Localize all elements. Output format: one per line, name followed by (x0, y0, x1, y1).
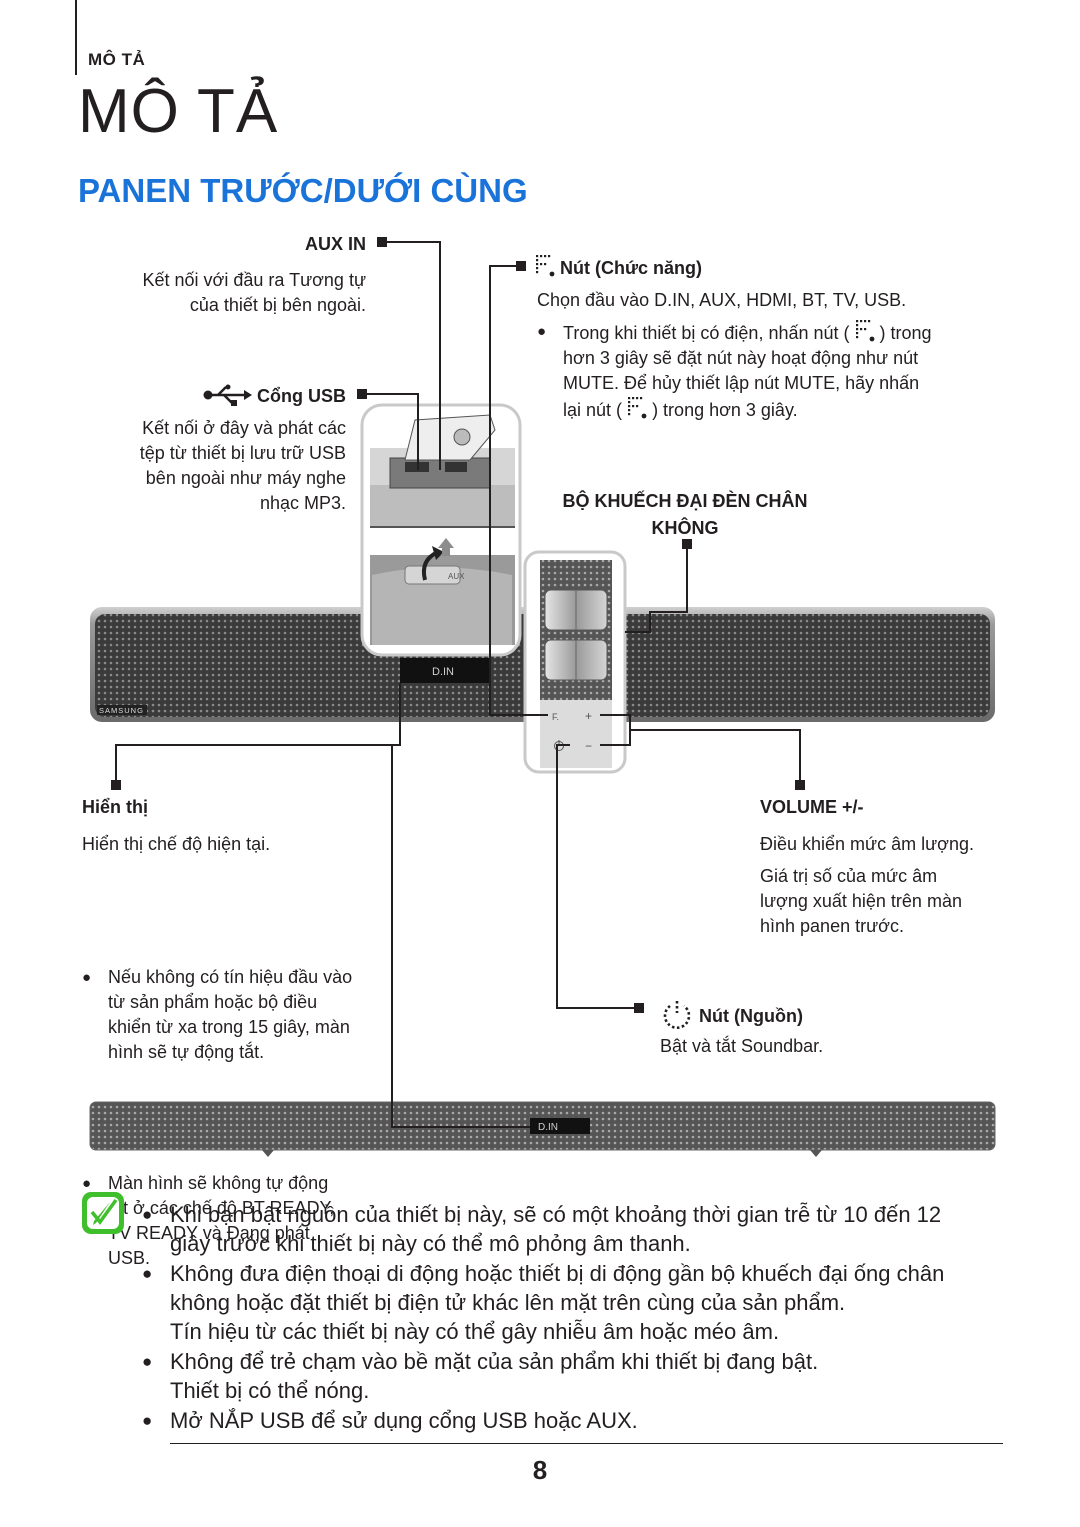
aux-in-desc: Kết nối với đầu ra Tương tự của thiết bị… (142, 270, 366, 315)
aux-in-title: AUX IN (304, 234, 366, 254)
note-check-icon (82, 1192, 124, 1234)
note-item: Không để trẻ chạm vào bề mặt của sản phẩ… (142, 1347, 1022, 1405)
leader-markers (111, 237, 805, 1013)
function-icon (536, 255, 555, 277)
notes-list: Khi bạn bật nguồn của thiết bị này, sẽ c… (142, 1200, 1022, 1436)
brand-logo: SAMSUNG (99, 706, 144, 715)
page-title: MÔ TẢ (78, 77, 279, 146)
volume-title: VOLUME +/- (760, 797, 864, 817)
usb-port-title: Cổng USB (120, 384, 346, 407)
note-item: Khi bạn bật nguồn của thiết bị này, sẽ c… (142, 1200, 1022, 1258)
display-desc: Hiển thị chế độ hiện tại. (82, 834, 271, 854)
note-item: Không đưa điện thoại di động hoặc thiết … (142, 1259, 1022, 1346)
volume-desc-1: Điều khiển mức âm lượng. (760, 834, 974, 854)
function-button-mark: F. (552, 712, 559, 722)
page-number: 8 (532, 1455, 548, 1485)
leader-lines (115, 241, 801, 1128)
aux-port-label: AUX (448, 572, 465, 581)
display-title: Hiển thị (82, 797, 148, 817)
note-item: Mở NẮP USB để sử dụng cổng USB hoặc AUX. (142, 1406, 1022, 1435)
power-button-desc: Bật và tắt Soundbar. (660, 1036, 824, 1056)
power-icon (663, 1001, 691, 1029)
section-subtitle: PANEN TRƯỚC/DƯỚI CÙNG (78, 172, 528, 209)
display-bullet-1: Nếu không có tín hiệu đầu vào từ sản phẩ… (82, 965, 418, 1065)
bottom-display-text: D.IN (538, 1122, 558, 1133)
soundbar-bottom: D.IN (89, 1101, 996, 1157)
function-button-title: Nút (Chức năng) (535, 254, 702, 279)
usb-icon (203, 384, 252, 406)
function-button-desc: Chọn đầu vào D.IN, AUX, HDMI, BT, TV, US… (537, 290, 907, 310)
function-icon-inline-2 (628, 397, 647, 419)
usb-port-desc: Kết nối ở đây và phát các tệp từ thiết b… (139, 418, 346, 513)
header-vertical-rule (75, 0, 77, 75)
footer-rule (170, 1443, 1003, 1444)
volume-plus-mark: + (585, 709, 592, 723)
function-button-bullet: Trong khi thiết bị có điện, nhấn nút ( )… (537, 319, 1023, 423)
woofer-inset: F. + − (523, 550, 627, 774)
volume-minus-mark: − (585, 739, 592, 753)
section-label: MÔ TẢ (88, 50, 146, 69)
woofer-title: BỘ KHUẾCH ĐẠI ĐÈN CHÂN KHÔNG (562, 491, 808, 538)
volume-desc-2: Giá trị số của mức âm lượng xuất hiện tr… (760, 866, 962, 936)
power-button-title: Nút (Nguồn) (660, 998, 803, 1032)
front-display-text: D.IN (432, 666, 454, 678)
function-icon-inline (855, 320, 874, 342)
